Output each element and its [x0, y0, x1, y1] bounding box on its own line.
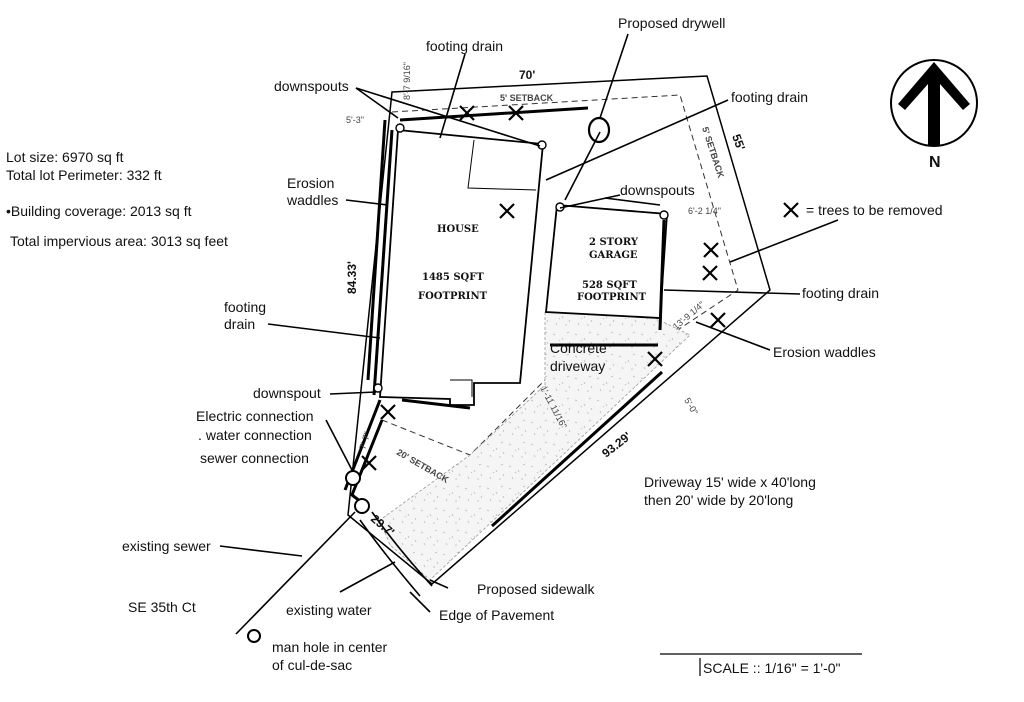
dim-corner-right-small: 13'-9 1/4" [671, 299, 707, 331]
label-driveway-note-line1: Driveway 15' wide x 40'long [644, 474, 816, 490]
tree-removal-markers [361, 105, 799, 471]
lot-info: Lot size: 6970 sq ft Total lot Perimeter… [6, 149, 228, 249]
label-edge-of-pavement: Edge of Pavement [439, 607, 554, 623]
house-footprint: HOUSE 1485 SQFT FOOTPRINT [379, 129, 544, 406]
label-street-name: SE 35th Ct [128, 599, 196, 615]
label-existing-sewer: existing sewer [122, 538, 211, 554]
concrete-driveway [379, 311, 691, 581]
north-arrow-icon: N [890, 59, 978, 171]
dim-right-small: 6'-2 1/4" [688, 206, 721, 216]
label-water-connection: .water connection [198, 427, 312, 443]
downspout-markers [373, 123, 669, 393]
garage-area-line2: FOOTPRINT [577, 292, 647, 303]
label-proposed-drywell: Proposed drywell [618, 15, 725, 31]
water-connection-marker [345, 470, 361, 486]
dim-top: 70' [519, 68, 535, 82]
lot-size-text: Lot size: 6970 sq ft [6, 149, 124, 165]
label-proposed-sidewalk: Proposed sidewalk [477, 581, 596, 597]
label-downspouts: downspouts [274, 78, 349, 94]
label-existing-water: existing water [286, 602, 372, 618]
garage-title-line2: GARAGE [589, 250, 638, 261]
label-manhole-line2: of cul-de-sac [272, 657, 352, 673]
label-concrete-line2: driveway [550, 358, 605, 374]
lot-perimeter-text: Total lot Perimeter: 332 ft [6, 167, 162, 183]
label-footing-drain-right: footing drain [731, 89, 808, 105]
label-footing-drain-right2: footing drain [802, 285, 879, 301]
front-road-edge [490, 370, 664, 528]
dim-right: 55' [729, 132, 748, 152]
label-sewer-connection: sewer connection [200, 450, 309, 466]
dim-corner-small: 5'-3" [346, 115, 364, 125]
proposed-sidewalk [359, 511, 433, 597]
garage-area-line1: 528 SQFT [582, 280, 637, 291]
proposed-drywell [587, 116, 611, 144]
label-driveway-note-line2: then 20' wide by 20'long [644, 492, 793, 508]
label-erosion-waddles-line2: waddles [286, 192, 338, 208]
dim-top-small: 8'-7 9/16" [402, 62, 412, 100]
label-footing-drain-top: footing drain [426, 38, 503, 54]
manhole-marker [247, 629, 261, 643]
sewer-connection-marker [354, 498, 370, 514]
label-concrete-line1: Concrete [550, 340, 607, 356]
label-footing-drain-left-line1: footing [224, 299, 266, 315]
house-area-line2: FOOTPRINT [418, 291, 488, 302]
label-erosion-waddles-line1: Erosion [287, 175, 334, 191]
label-electric-connection: Electric connection [196, 408, 314, 424]
dim-left: 84.33' [345, 261, 359, 294]
garage-footprint: 2 STORY GARAGE 528 SQFT FOOTPRINT [545, 204, 668, 319]
dim-front-small: 5'-0" [682, 396, 700, 417]
annotations: footing drain Proposed drywell downspout… [122, 15, 943, 673]
scale-block: SCALE :: 1/16" = 1'-0" [660, 653, 862, 676]
setback-right-label: 5' SETBACK [700, 126, 726, 180]
scale-text: SCALE :: 1/16" = 1'-0" [703, 660, 841, 676]
setback-line [391, 94, 739, 346]
setback-front-label: 20' SETBACK [395, 447, 451, 485]
building-coverage-text: •Building coverage: 2013 sq ft [6, 203, 192, 219]
label-manhole-line1: man hole in center [272, 639, 388, 655]
house-title: HOUSE [437, 224, 479, 235]
leader-lines [219, 33, 839, 635]
impervious-area-text: Total impervious area: 3013 sq feet [10, 233, 228, 249]
lot-boundary [347, 75, 771, 585]
north-label: N [929, 154, 941, 171]
garage-title-line1: 2 STORY [589, 237, 639, 248]
house-area-line1: 1485 SQFT [422, 272, 484, 283]
label-erosion-waddles-right: Erosion waddles [773, 344, 876, 360]
label-trees-legend: = trees to be removed [806, 202, 943, 218]
label-footing-drain-left-line2: drain [224, 316, 255, 332]
setback-top-label: 5' SETBACK [500, 93, 554, 103]
label-downspout: downspout [253, 385, 321, 401]
label-downspouts-garage: downspouts [620, 182, 695, 198]
